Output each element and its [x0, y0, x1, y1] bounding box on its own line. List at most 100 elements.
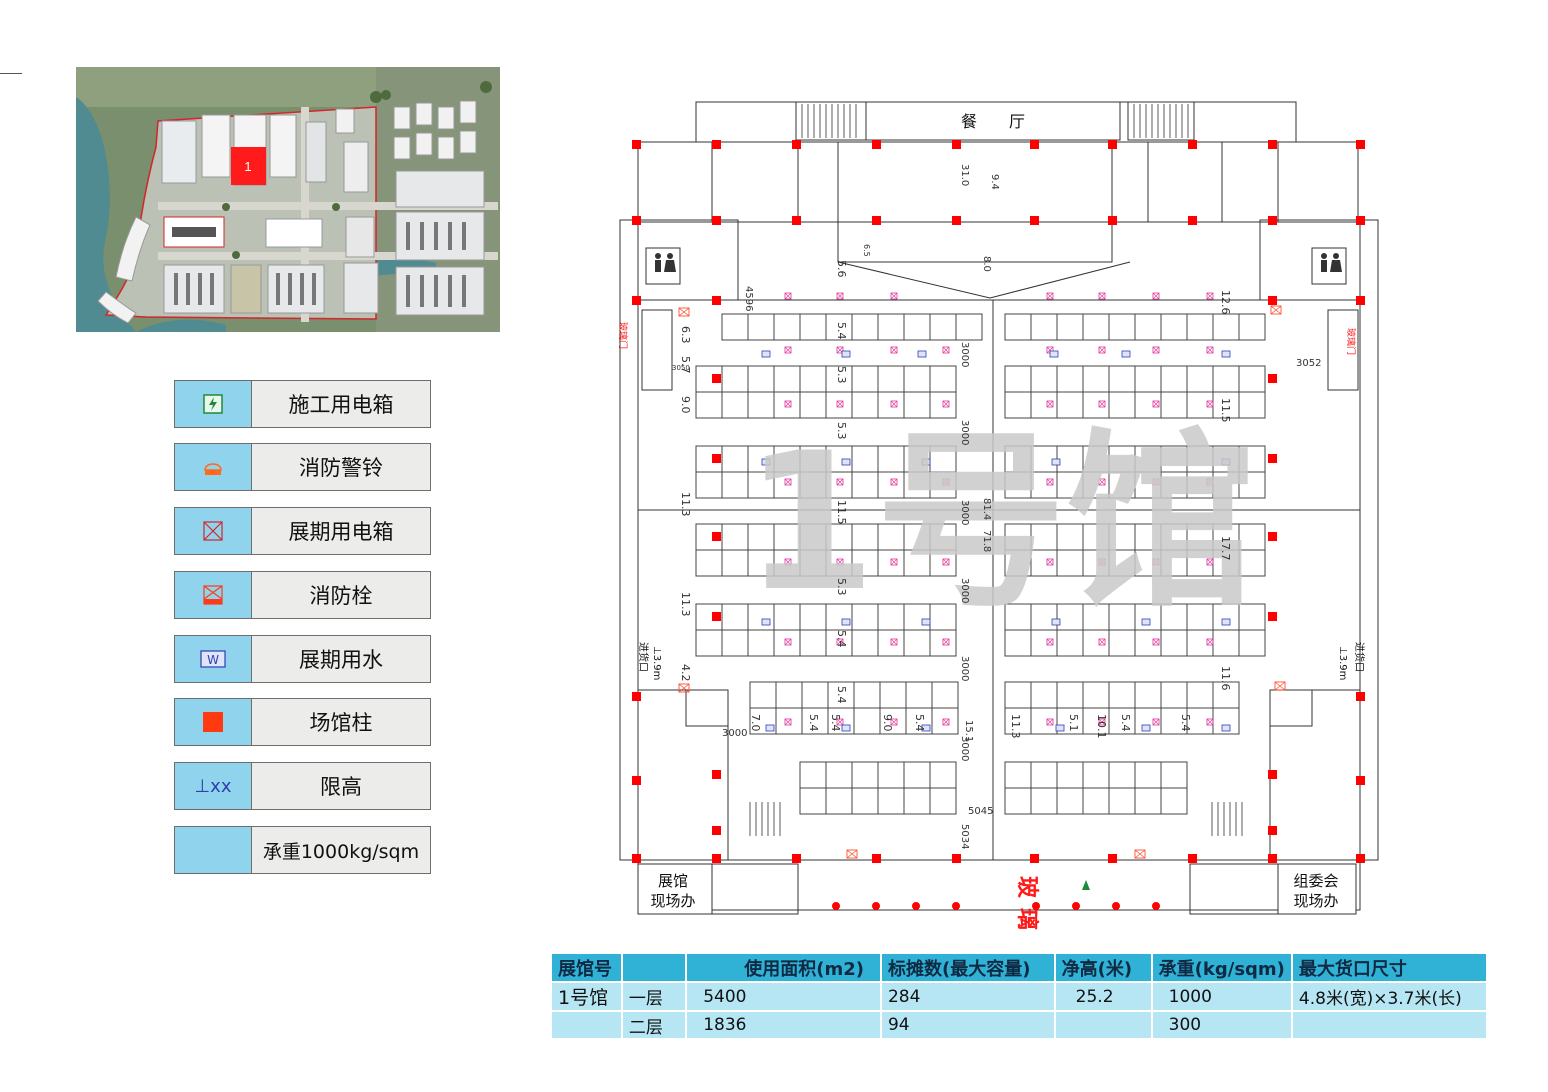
entrance-door-marker	[1112, 902, 1120, 910]
water-supply-icon	[1051, 618, 1061, 626]
column-marker	[1188, 854, 1197, 863]
dim-label: 3050	[672, 364, 690, 372]
dim-label: 10.1	[1095, 714, 1108, 739]
exhibition-power-box-icon	[890, 478, 898, 486]
water-supply-icon	[1221, 350, 1231, 358]
booth-cell	[801, 681, 829, 709]
exhibition-power-box-icon	[836, 400, 844, 408]
dim-label: 71.8	[981, 530, 992, 552]
booth-cell	[1186, 313, 1214, 341]
height-limit-right: ⊥3.9m	[1337, 646, 1348, 680]
column-marker	[792, 854, 801, 863]
exhibition-power-box-icon	[1098, 292, 1106, 300]
entrance-door-marker	[952, 902, 960, 910]
exhibition-power-box-icon	[836, 478, 844, 486]
fire-hydrant-icon	[1274, 681, 1286, 691]
exhibition-power-box-icon	[784, 292, 792, 300]
booth-cell	[747, 313, 775, 341]
exhibition-power-box-icon	[784, 400, 792, 408]
booth-cell	[825, 761, 853, 789]
booth-cell	[1160, 365, 1188, 393]
water-supply-icon	[761, 458, 771, 466]
water-supply-icon	[1121, 350, 1131, 358]
exhibition-power-box-icon	[1046, 638, 1054, 646]
exhibition-power-box-icon	[1098, 718, 1106, 726]
column-marker	[1356, 692, 1365, 701]
column-marker	[1268, 612, 1277, 621]
exhibition-power-box-icon	[942, 638, 950, 646]
booth-cell	[1160, 787, 1188, 815]
booth-cell	[775, 681, 803, 709]
booth-cell	[929, 629, 957, 657]
exhibition-power-box-icon	[942, 400, 950, 408]
booth-cell	[1056, 629, 1084, 657]
booth-cell	[851, 313, 879, 341]
column-marker	[632, 140, 641, 149]
column-marker	[1268, 140, 1277, 149]
booth-cell	[1238, 365, 1266, 393]
side-glass-door-right: 玻璃门	[1345, 328, 1357, 355]
dim-label: 5.4	[1119, 714, 1132, 732]
water-supply-icon	[1221, 458, 1231, 466]
booth-cell	[1186, 365, 1214, 393]
water-supply-icon	[765, 724, 775, 732]
dim-label: 3052	[1296, 358, 1321, 369]
entrance-door-marker	[872, 902, 880, 910]
stair-top-right	[1133, 104, 1189, 138]
column-marker	[1268, 532, 1277, 541]
column-marker	[712, 216, 721, 225]
hall-title-watermark: 1号馆	[744, 412, 1256, 633]
exhibition-power-box-icon	[942, 478, 950, 486]
booth-cell	[1030, 787, 1058, 815]
exhibition-power-box-icon	[1046, 558, 1054, 566]
column-marker	[1268, 854, 1277, 863]
table-header-row: 展馆号 使用面积(m2) 标摊数(最大容量) 净高(米) 承重(kg/sqm) …	[552, 954, 1489, 983]
cell-hall	[552, 1011, 623, 1040]
entrance-arrow-icon	[1082, 880, 1090, 890]
cell-booths: 284	[880, 982, 1056, 1012]
fire-bell-icon	[204, 463, 222, 475]
site-office-right-line2: 现场办	[1293, 892, 1338, 910]
dim-label: 17.7	[1219, 536, 1232, 561]
booth-cell	[1108, 681, 1136, 709]
header-load: 承重(kg/sqm)	[1151, 954, 1293, 983]
booth-cell	[1056, 681, 1084, 709]
exhibition-power-box-icon	[1152, 718, 1160, 726]
booth-cell	[1238, 391, 1266, 419]
dim-label: 11.3	[679, 492, 692, 517]
booth-cell	[877, 761, 905, 789]
water-supply-icon	[1221, 724, 1231, 732]
water-supply-icon	[1141, 618, 1151, 626]
booth-cell	[1030, 761, 1058, 789]
column-marker	[1030, 216, 1039, 225]
column-marker	[872, 854, 881, 863]
dim-label: 5.7	[679, 356, 692, 374]
booth-cell	[929, 313, 957, 341]
booth-cell	[1160, 629, 1188, 657]
booth-cell	[721, 629, 749, 657]
booth-cell	[905, 681, 933, 709]
hall-1-highlight	[231, 147, 266, 185]
column-marker	[712, 612, 721, 621]
booth-cell	[929, 391, 957, 419]
booth-cell	[1186, 681, 1214, 709]
column-marker	[872, 216, 881, 225]
booth-cell	[903, 365, 931, 393]
booth-cell	[1004, 365, 1032, 393]
booth-cell	[903, 313, 931, 341]
dim-label: 9.0	[881, 714, 894, 732]
stair-bottom-right	[1211, 802, 1243, 836]
exhibition-power-box-icon	[1152, 558, 1160, 566]
booth-cell	[1056, 761, 1084, 789]
exhibition-power-box-icon	[1152, 400, 1160, 408]
site-office-left-line2: 现场办	[650, 892, 695, 910]
booth-cell	[1212, 313, 1240, 341]
exhibition-power-box-icon	[203, 521, 223, 541]
booth-cell	[1108, 761, 1136, 789]
legend-row-height-limit: ⊥xx 限高	[174, 762, 431, 810]
dim-label: 5.1	[1067, 714, 1080, 732]
column-marker	[1030, 140, 1039, 149]
water-supply-icon: W	[200, 650, 226, 668]
booth-cell	[931, 707, 959, 735]
entrance-door-marker	[1032, 902, 1040, 910]
